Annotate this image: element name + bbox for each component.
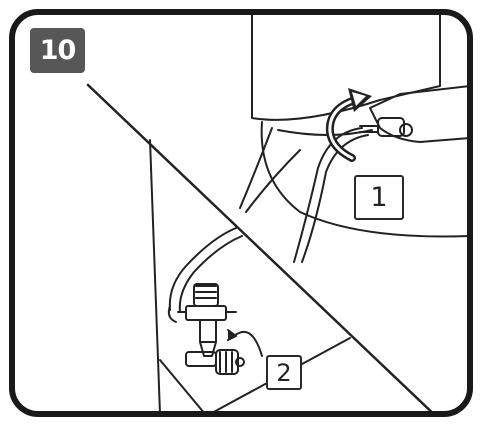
callout-1: 1 bbox=[354, 175, 404, 220]
shut-off-valve-knob bbox=[216, 350, 244, 374]
bidet-hose bbox=[294, 128, 362, 262]
step-number-badge: 10 bbox=[30, 28, 85, 73]
toilet-seat bbox=[370, 86, 470, 142]
wall-corner-line bbox=[150, 140, 160, 414]
wall-edge-line bbox=[160, 360, 205, 414]
rotate-arrow-1 bbox=[330, 88, 372, 158]
callout-2: 2 bbox=[266, 355, 302, 390]
